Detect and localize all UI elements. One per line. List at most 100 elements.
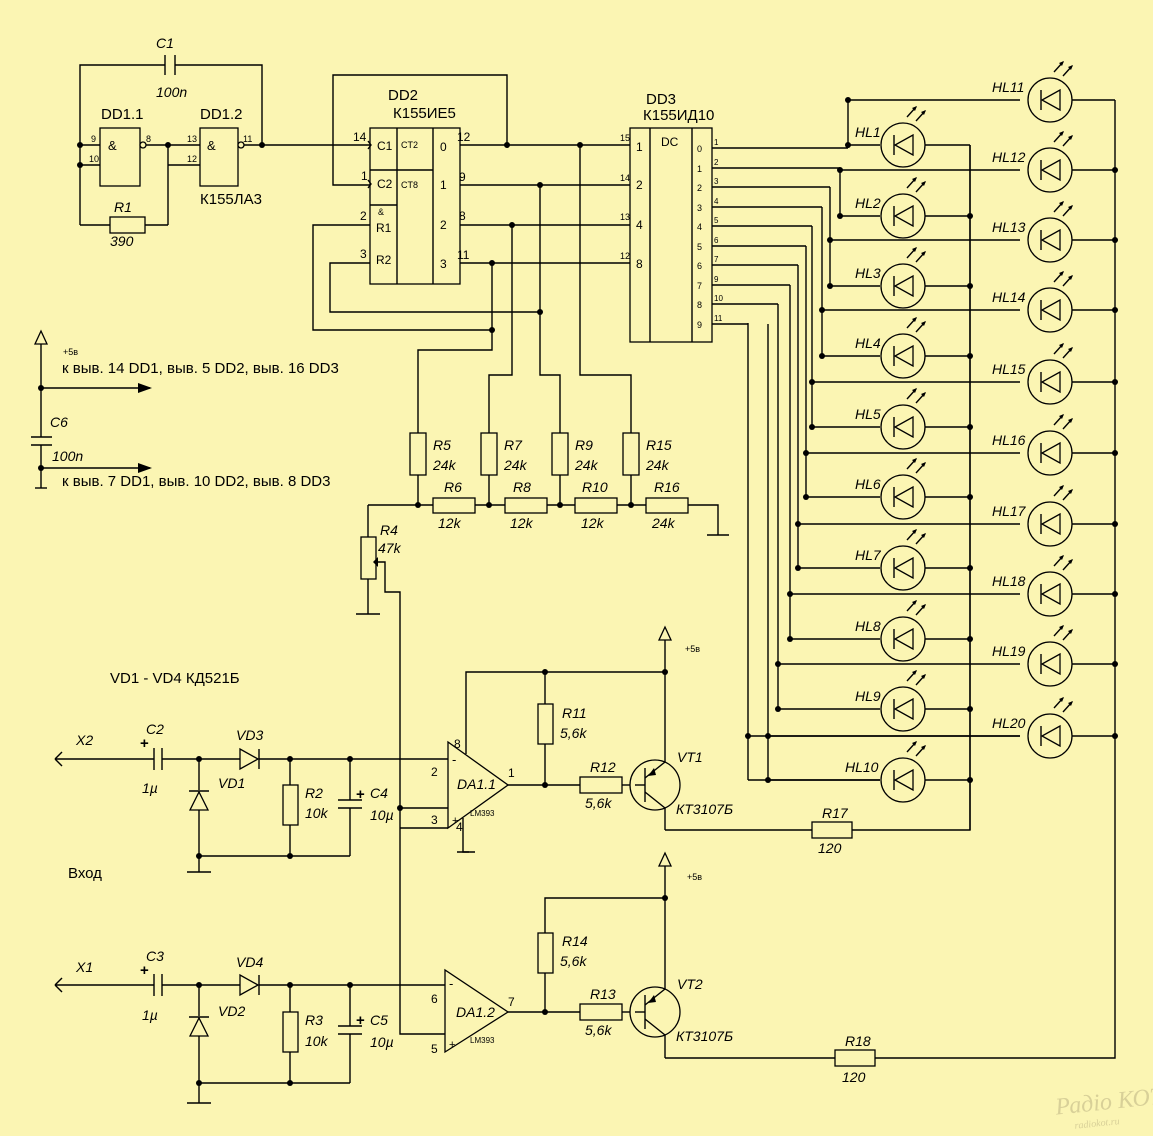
svg-text:+: + <box>140 962 149 979</box>
da1-2-type: LM393 <box>470 1036 495 1045</box>
r11-value: 5,6k <box>560 725 587 741</box>
r11-label: R11 <box>562 705 587 721</box>
pin: 2 <box>360 209 367 223</box>
r17-value: 120 <box>818 840 842 856</box>
pin-label: 0 <box>440 140 447 154</box>
svg-text:-: - <box>449 976 453 991</box>
dd3-label: DD3 <box>646 91 676 108</box>
r18-label: R18 <box>845 1033 871 1049</box>
pin-label: 4 <box>697 222 702 232</box>
dd3-decoder: DD3 К155ИД10 DC 1 2 4 8 15 14 13 12 0112… <box>620 91 723 343</box>
channel-2: X1 + C3 1µ VD4 VD2 R3 10k + C5 10µ 6 5 7… <box>54 100 1116 1104</box>
pin: 12 <box>187 154 197 164</box>
pin-label: 1 <box>636 140 643 154</box>
r1-value: 390 <box>110 233 134 249</box>
power-note-gnd: к выв. 7 DD1, выв. 10 DD2, выв. 8 DD3 <box>62 473 330 490</box>
r10-label: R10 <box>582 479 608 495</box>
r3-label: R3 <box>305 1012 323 1028</box>
c1-value: 100n <box>156 84 187 100</box>
r15-value: 24k <box>645 457 670 473</box>
vt2-transistor <box>629 986 681 1038</box>
dd2-counter: DD2 К155ИЕ5 C1 C2 & R1 R2 CT2 CT8 0 1 2 … <box>312 74 630 333</box>
vd2-label: VD2 <box>218 1003 245 1019</box>
dd1-type: К155ЛА3 <box>200 191 262 208</box>
dd1-oscillator: C1 100n DD1.1 & R1 390 DD1.2 & К155ЛА3 9… <box>77 35 370 249</box>
pin: 3 <box>431 813 438 827</box>
x2-label: X2 <box>75 732 93 748</box>
svg-text:+: + <box>140 735 149 752</box>
pin-label: 2 <box>440 218 447 232</box>
c3-label: C3 <box>146 948 164 964</box>
dd1-1-symbol: & <box>108 138 117 153</box>
r13-label: R13 <box>590 986 616 1002</box>
r16-label: R16 <box>654 479 680 495</box>
r6-value: 12k <box>438 515 462 531</box>
da1-1-label: DA1.1 <box>457 776 496 792</box>
r2-label: R2 <box>305 785 323 801</box>
hl2-label: HL2 <box>855 195 881 211</box>
pin-label: C2 <box>377 177 393 191</box>
hl9-label: HL9 <box>855 688 881 704</box>
pin-label: 6 <box>697 261 702 271</box>
pin: 10 <box>89 154 99 164</box>
dd1-1-label: DD1.1 <box>101 106 144 123</box>
hl13-label: HL13 <box>992 219 1026 235</box>
c1-label: C1 <box>156 35 174 51</box>
pin: 8 <box>454 737 461 751</box>
pin: 14 <box>353 130 367 144</box>
r7-value: 24k <box>503 457 528 473</box>
r12-value: 5,6k <box>585 795 612 811</box>
pin: 10 <box>714 294 723 303</box>
da1-2-label: DA1.2 <box>456 1004 495 1020</box>
c4-value: 10µ <box>370 807 394 823</box>
pin: 4 <box>714 197 719 206</box>
hl10-label: HL10 <box>845 759 879 775</box>
r14-value: 5,6k <box>560 953 587 969</box>
r8-label: R8 <box>513 479 531 495</box>
pin: 4 <box>456 820 463 834</box>
svg-text:+: + <box>356 1012 365 1029</box>
r15-label: R15 <box>646 437 672 453</box>
hl1-label: HL1 <box>855 124 881 140</box>
r2-value: 10k <box>305 805 329 821</box>
r18-value: 120 <box>842 1069 866 1085</box>
pin: 1 <box>508 766 515 780</box>
r3-value: 10k <box>305 1033 329 1049</box>
r8-value: 12k <box>510 515 534 531</box>
pin: 9 <box>459 170 466 184</box>
hl8-label: HL8 <box>855 618 881 634</box>
hl19-label: HL19 <box>992 643 1026 659</box>
r5-value: 24k <box>432 457 457 473</box>
c4-label: C4 <box>370 785 388 801</box>
dd2-type: К155ИЕ5 <box>393 105 456 122</box>
hl7-label: HL7 <box>855 547 882 563</box>
vt2-type: КТ3107Б <box>676 1028 733 1044</box>
r5-label: R5 <box>433 437 451 453</box>
svg-text:+: + <box>449 1039 455 1051</box>
hl3-label: HL3 <box>855 265 881 281</box>
pin-label: 3 <box>697 203 702 213</box>
pin-label: CT2 <box>401 140 418 150</box>
led-matrix: HL1HL11HL2HL12HL3HL13HL4HL14HL5HL15HL6HL… <box>712 61 1118 830</box>
vt1-label: VT1 <box>677 749 703 765</box>
pin-label: C1 <box>377 139 393 153</box>
c2-value: 1µ <box>142 780 158 796</box>
dd1-1-gate <box>99 127 141 187</box>
svg-text:-: - <box>452 752 456 767</box>
channel-1: VD1 - VD4 КД521Б X2 + C2 1µ VD3 VD1 R2 1… <box>54 145 971 882</box>
r6-label: R6 <box>444 479 462 495</box>
pin-label: 5 <box>697 242 702 252</box>
pin: 9 <box>714 275 719 284</box>
r4-value: 47k <box>378 540 402 556</box>
c6-label: C6 <box>50 414 68 430</box>
c2-label: C2 <box>146 721 164 737</box>
hl6-label: HL6 <box>855 476 881 492</box>
pin: 13 <box>620 212 630 222</box>
svg-text:+: + <box>452 815 458 827</box>
r13-value: 5,6k <box>585 1022 612 1038</box>
r7-label: R7 <box>504 437 523 453</box>
vt2-label: VT2 <box>677 976 703 992</box>
hl12-label: HL12 <box>992 149 1026 165</box>
pin: 7 <box>714 255 719 264</box>
pin-label: R1 <box>376 221 392 235</box>
